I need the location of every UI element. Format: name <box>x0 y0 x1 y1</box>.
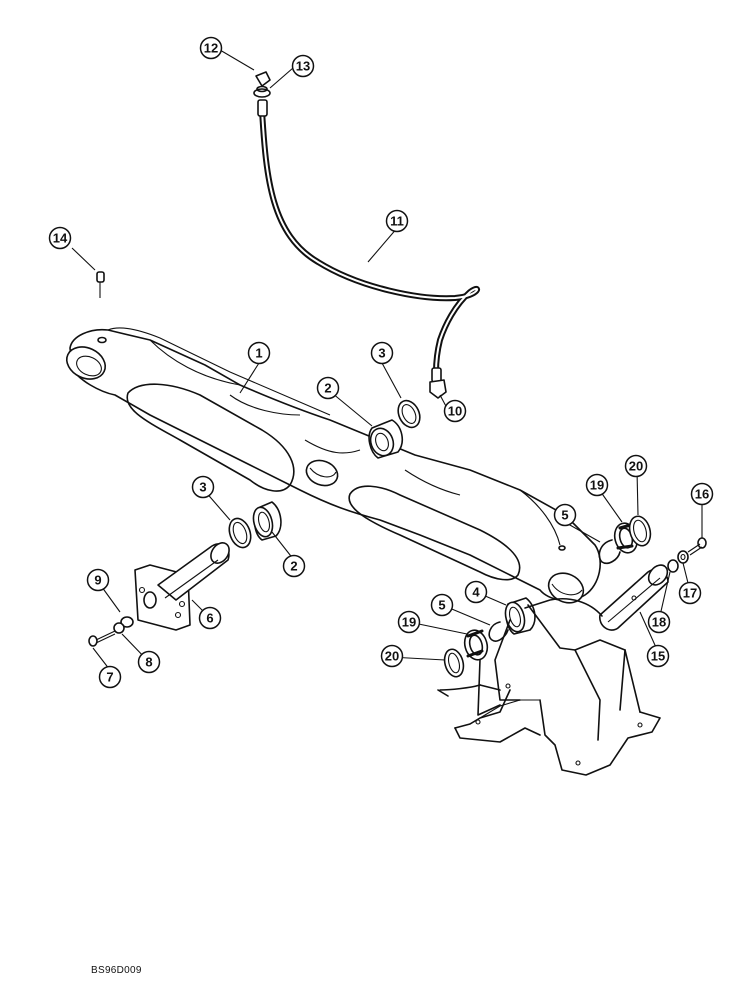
callout-16: 16 <box>690 482 714 506</box>
callout-18: 18 <box>647 610 671 634</box>
svg-text:2: 2 <box>290 559 297 574</box>
callout-12: 12 <box>199 36 223 60</box>
bolt-16 <box>687 537 707 556</box>
bushing-2-upper <box>368 419 404 459</box>
callout-5-lower: 5 <box>430 593 454 617</box>
svg-text:11: 11 <box>390 214 404 229</box>
svg-text:6: 6 <box>206 611 213 626</box>
bearing-19-lower <box>463 629 489 661</box>
callout-19-upper: 19 <box>585 473 609 497</box>
figure-code: BS96D009 <box>91 965 142 976</box>
support-bracket <box>437 598 661 776</box>
svg-text:2: 2 <box>324 381 331 396</box>
svg-text:3: 3 <box>199 480 206 495</box>
svg-text:9: 9 <box>94 573 101 588</box>
svg-text:12: 12 <box>204 41 218 56</box>
svg-text:10: 10 <box>448 404 462 419</box>
svg-text:18: 18 <box>652 615 666 630</box>
svg-text:19: 19 <box>590 478 604 493</box>
callout-8: 8 <box>137 650 161 674</box>
washer-17 <box>677 550 689 564</box>
svg-text:13: 13 <box>296 59 310 74</box>
bolt-7 <box>88 630 116 647</box>
washer-18 <box>667 559 679 573</box>
seal-3-lower <box>228 517 252 549</box>
svg-text:3: 3 <box>378 346 385 361</box>
walking-beam-1 <box>65 327 601 604</box>
svg-text:20: 20 <box>385 649 399 664</box>
callout-2-upper: 2 <box>316 376 340 400</box>
svg-text:16: 16 <box>695 487 709 502</box>
svg-text:7: 7 <box>106 670 113 685</box>
svg-text:14: 14 <box>53 231 68 246</box>
nut-9 <box>120 616 134 628</box>
callout-20-lower: 20 <box>380 644 404 668</box>
callout-11: 11 <box>385 209 409 233</box>
washer-8 <box>113 622 125 634</box>
callout-10: 10 <box>443 399 467 423</box>
callout-13: 13 <box>291 54 315 78</box>
svg-text:8: 8 <box>145 655 152 670</box>
pivot-pin-6 <box>134 542 230 631</box>
svg-text:5: 5 <box>438 598 445 613</box>
callout-5-upper: 5 <box>553 503 577 527</box>
svg-text:19: 19 <box>402 615 416 630</box>
callout-3-lower: 3 <box>191 475 215 499</box>
grease-fitting-14 <box>96 271 105 298</box>
callout-9: 9 <box>86 568 110 592</box>
seal-20-upper <box>628 515 652 547</box>
seal-20-lower <box>443 648 465 678</box>
seal-3-upper <box>397 399 421 429</box>
callout-7: 7 <box>98 665 122 689</box>
callout-4: 4 <box>464 580 488 604</box>
svg-text:1: 1 <box>255 346 262 361</box>
svg-text:20: 20 <box>629 459 643 474</box>
callout-2-lower: 2 <box>282 554 306 578</box>
callout-17: 17 <box>678 581 702 605</box>
callout-19-lower: 19 <box>397 610 421 634</box>
callout-14: 14 <box>48 226 72 250</box>
snap-ring-5-upper <box>598 539 621 565</box>
svg-text:4: 4 <box>472 585 480 600</box>
callout-15: 15 <box>646 644 670 668</box>
callout-1: 1 <box>247 341 271 365</box>
svg-text:5: 5 <box>561 508 568 523</box>
hose-assembly <box>253 71 481 399</box>
svg-text:17: 17 <box>683 586 697 601</box>
callout-3-upper: 3 <box>370 341 394 365</box>
callout-6: 6 <box>198 606 222 630</box>
callout-20-upper: 20 <box>624 454 648 478</box>
bushing-2-lower <box>252 501 282 541</box>
svg-text:15: 15 <box>651 649 665 664</box>
